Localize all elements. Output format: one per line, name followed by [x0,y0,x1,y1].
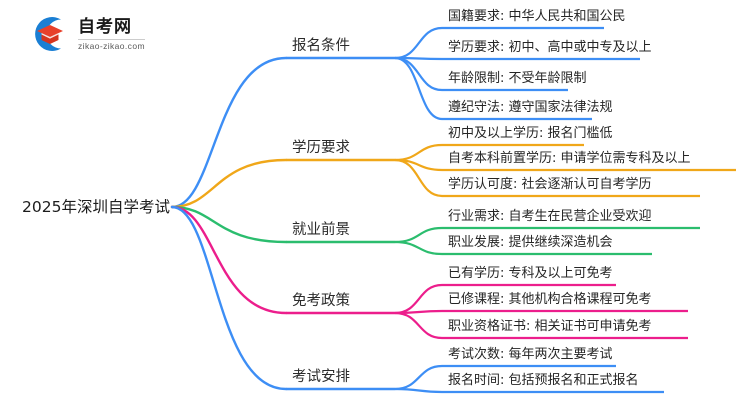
leaf-line-2-2 [394,158,443,172]
leaf-line-1-1 [394,26,443,60]
trunk-line-3 [170,205,288,244]
logo-name: 自考网 [78,17,132,37]
leaf-node-completed-courses[interactable]: 已修课程: 其他机构合格课程可免考 [448,292,652,307]
trunk-line-1 [170,56,288,209]
leaf-line-3-2 [394,240,443,256]
branch-label-baomingtiaojian[interactable]: 报名条件 [292,38,350,54]
mindmap-root-node[interactable]: 2025年深圳自学考试 [22,198,170,216]
leaf-line-2-3 [394,158,443,198]
leaf-line-5-1 [394,364,443,391]
trunk-line-4 [170,205,288,315]
branch-label-xuelitiaojian[interactable]: 学历要求 [292,140,350,156]
leaf-node-registration-time[interactable]: 报名时间: 包括预报名和正式报名 [448,373,639,388]
leaf-node-law-abiding[interactable]: 遵纪守法: 遵守国家法律法规 [448,100,613,115]
leaf-line-4-2 [394,309,443,315]
leaf-node-junior-high-threshold[interactable]: 初中及以上学历: 报名门槛低 [448,126,613,141]
leaf-line-4-1 [394,283,443,315]
leaf-node-exam-frequency[interactable]: 考试次数: 每年两次主要考试 [448,347,613,362]
branch-label-mainkaozhengce[interactable]: 免考政策 [292,293,350,309]
leaf-node-age-limit[interactable]: 年龄限制: 不受年龄限制 [448,71,587,86]
leaf-line-1-3 [394,56,443,92]
leaf-line-5-2 [394,387,443,394]
leaf-line-3-1 [394,226,443,244]
trunk-line-5 [170,205,288,391]
graduation-cap-icon [28,12,72,56]
leaf-node-vocational-certificate[interactable]: 职业资格证书: 相关证书可申请免考 [448,319,652,334]
leaf-node-nationality[interactable]: 国籍要求: 中华人民共和国公民 [448,9,626,24]
trunk-line-2 [170,158,288,209]
logo-divider [78,39,145,40]
leaf-node-career-development[interactable]: 职业发展: 提供继续深造机会 [448,235,613,250]
branch-label-jiuyeqianjing[interactable]: 就业前景 [292,222,350,238]
logo-text: 自考网 zikao-zikao.com [78,16,145,52]
leaf-node-prerequisite-degree[interactable]: 自考本科前置学历: 申请学位需专科及以上 [448,151,691,166]
leaf-node-education-level[interactable]: 学历要求: 初中、高中或中专及以上 [448,40,652,55]
site-logo: 自考网 zikao-zikao.com [28,10,208,58]
logo-url: zikao-zikao.com [78,41,145,51]
leaf-node-existing-degree[interactable]: 已有学历: 专科及以上可免考 [448,266,613,281]
leaf-node-recognition[interactable]: 学历认可度: 社会逐渐认可自考学历 [448,177,652,192]
leaf-line-4-3 [394,311,443,340]
leaf-line-1-4 [394,56,443,121]
leaf-line-2-1 [394,143,443,162]
leaf-line-1-2 [394,56,443,61]
branch-label-kaoshianpai[interactable]: 考试安排 [292,369,350,385]
leaf-node-industry-demand[interactable]: 行业需求: 自考生在民营企业受欢迎 [448,209,652,224]
